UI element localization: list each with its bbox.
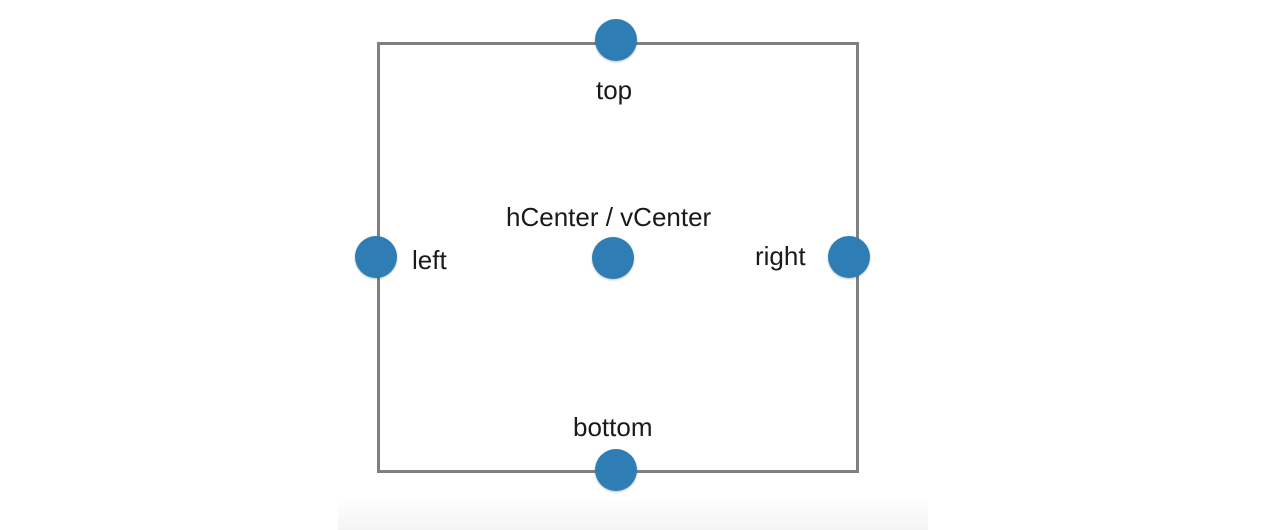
center-label: hCenter / vCenter [506, 202, 712, 232]
left-label: left [412, 245, 447, 275]
top-label: top [596, 75, 633, 105]
center-anchor [592, 237, 634, 279]
bottom-anchor [595, 449, 637, 491]
bottom-label: bottom [573, 412, 653, 442]
bottom-shadow [338, 498, 928, 530]
top-anchor [595, 19, 637, 61]
right-anchor [828, 236, 870, 278]
right-label: right [755, 241, 806, 271]
left-anchor [355, 236, 397, 278]
